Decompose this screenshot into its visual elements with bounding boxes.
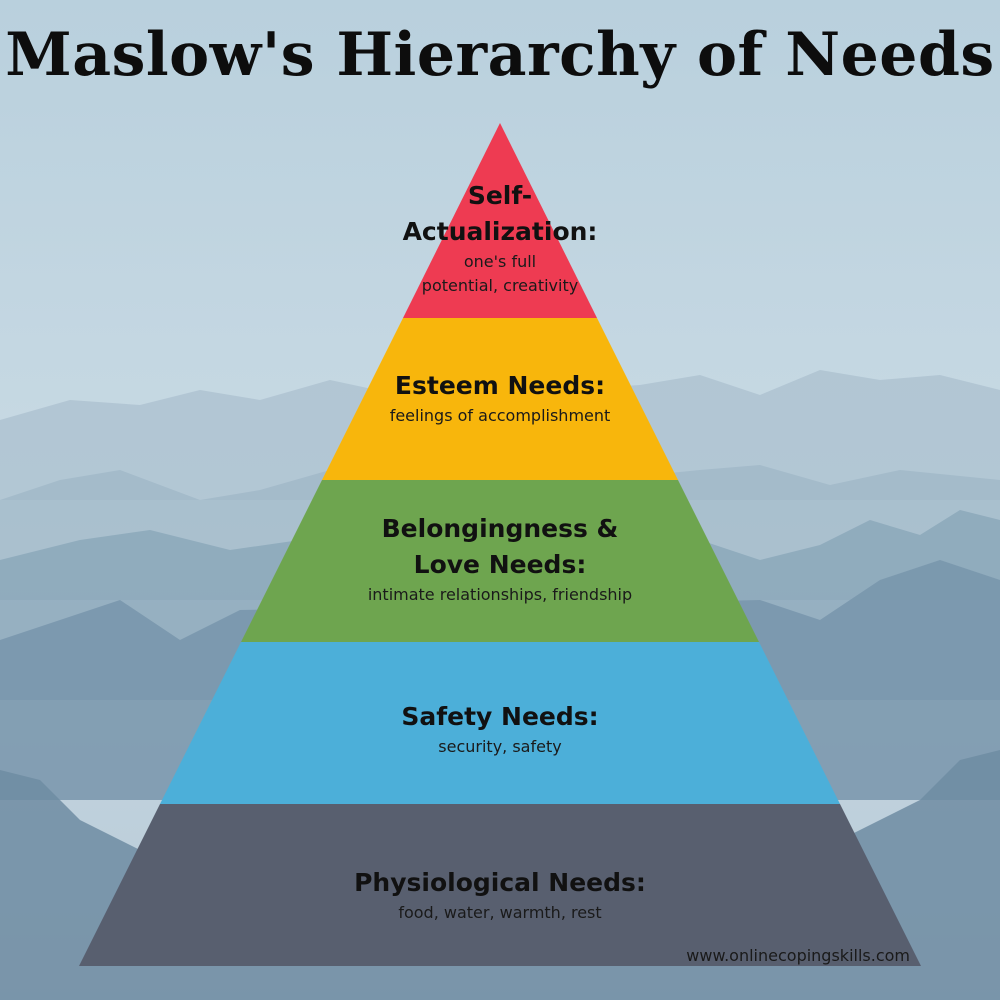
tier-description: intimate relationships, friendship (367, 585, 633, 604)
tier-heading: Esteem Needs: (394, 371, 606, 400)
tier-heading: Physiological Needs: (354, 868, 646, 897)
tier-heading: Belongingness & (381, 514, 619, 543)
website-url: www.onlinecopingskills.com (686, 946, 910, 965)
tier-esteem-shape (322, 318, 678, 480)
tier-belonging-shape (241, 480, 759, 642)
tier-physiological-label: Physiological Needs: food, water, warmth… (200, 865, 800, 925)
tier-heading: Self- (467, 181, 533, 210)
tier-safety-label: Safety Needs: security, safety (250, 699, 750, 759)
page-title: Maslow's Hierarchy of Needs (5, 20, 995, 90)
tier-description: security, safety (438, 737, 562, 756)
tier-self-actualization-label: Self- Actualization: one's full potentia… (360, 178, 640, 298)
tier-safety-shape (160, 642, 840, 804)
tier-description: potential, creativity (421, 276, 579, 295)
tier-esteem-label: Esteem Needs: feelings of accomplishment (300, 368, 700, 428)
tier-belonging-label: Belongingness & Love Needs: intimate rel… (250, 511, 750, 607)
tier-description: one's full (463, 252, 537, 271)
tier-description: food, water, warmth, rest (398, 903, 602, 922)
tier-heading: Actualization: (402, 217, 598, 246)
tier-heading: Love Needs: (413, 550, 587, 579)
tier-description: feelings of accomplishment (389, 406, 611, 425)
tier-self-actualization-shape (403, 123, 597, 318)
tier-heading: Safety Needs: (401, 702, 599, 731)
tier-physiological-shape (79, 804, 921, 966)
